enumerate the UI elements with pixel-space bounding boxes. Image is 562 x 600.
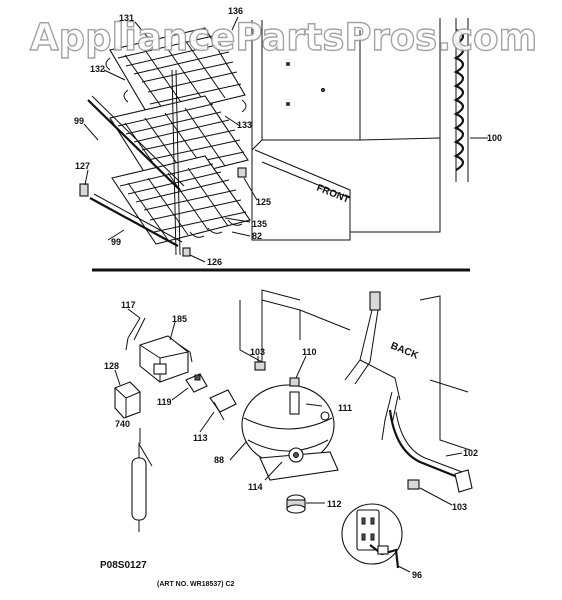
compressor-88 <box>241 377 339 481</box>
art-number: (ART NO. WR18537) C2 <box>157 581 235 588</box>
grommet-103-top <box>254 361 266 371</box>
wire-shelf-top <box>105 27 247 119</box>
watermark: AppliancePartsPros.com <box>30 16 537 59</box>
capacitor-128 <box>114 381 141 419</box>
callout-117: 117 <box>121 300 136 310</box>
callout-96: 96 <box>412 570 422 580</box>
evaporator-coil <box>453 18 469 182</box>
leader-lines-top <box>83 16 488 263</box>
terminal-clip-119 <box>185 373 208 393</box>
leader-lines-bottom <box>114 308 463 573</box>
callout-114: 114 <box>248 482 263 492</box>
callout-numbers: 131 136 132 99 133 100 127 125 135 82 99… <box>74 6 502 580</box>
callout-740: 740 <box>115 419 130 429</box>
callout-103-top: 103 <box>250 347 265 357</box>
callout-110: 110 <box>302 347 317 357</box>
figure-code: P08S0127 <box>100 560 147 571</box>
callout-111: 111 <box>338 403 352 413</box>
callout-125: 125 <box>256 197 271 207</box>
wall-outlet-96 <box>341 503 403 569</box>
back-label: BACK <box>389 341 421 362</box>
wiring-harness <box>344 291 473 493</box>
shelf-support-rod <box>171 69 181 256</box>
callout-133: 133 <box>237 120 252 130</box>
shelf-rail-upper <box>87 95 185 191</box>
filter-dryer-740 <box>131 442 153 532</box>
callout-132: 132 <box>90 64 105 74</box>
callout-102: 102 <box>463 448 478 458</box>
grommet-103-bottom <box>407 479 420 490</box>
callout-113: 113 <box>193 433 208 443</box>
shelf-assembly <box>79 27 251 257</box>
callout-119: 119 <box>157 397 172 407</box>
callout-112: 112 <box>327 499 342 509</box>
callout-136: 136 <box>228 6 243 16</box>
callout-103-bottom: 103 <box>452 502 467 512</box>
shelf-clip-125 <box>237 167 247 178</box>
callout-128: 128 <box>104 361 119 371</box>
callout-100: 100 <box>487 133 502 143</box>
shelf-clip-127 <box>79 183 89 197</box>
shelf-clip-126 <box>182 247 191 257</box>
callout-99-lower: 99 <box>111 237 121 247</box>
callout-135: 135 <box>252 219 267 229</box>
callout-127: 127 <box>75 161 90 171</box>
front-label: FRONT <box>315 183 351 206</box>
callout-99-upper: 99 <box>74 116 84 126</box>
callout-126: 126 <box>207 257 222 267</box>
callout-82: 82 <box>252 231 262 241</box>
wire-shelf-bottom <box>111 155 251 245</box>
cabinet-liner <box>251 18 441 241</box>
start-relay-assembly <box>125 317 193 383</box>
callout-88: 88 <box>214 455 224 465</box>
machine-compartment-outline <box>239 289 471 451</box>
terminal-cover-113 <box>209 389 237 421</box>
callout-185: 185 <box>172 314 187 324</box>
grommet-112 <box>286 494 306 514</box>
callout-131: 131 <box>119 13 134 23</box>
shelf-rail-lower <box>89 193 183 247</box>
